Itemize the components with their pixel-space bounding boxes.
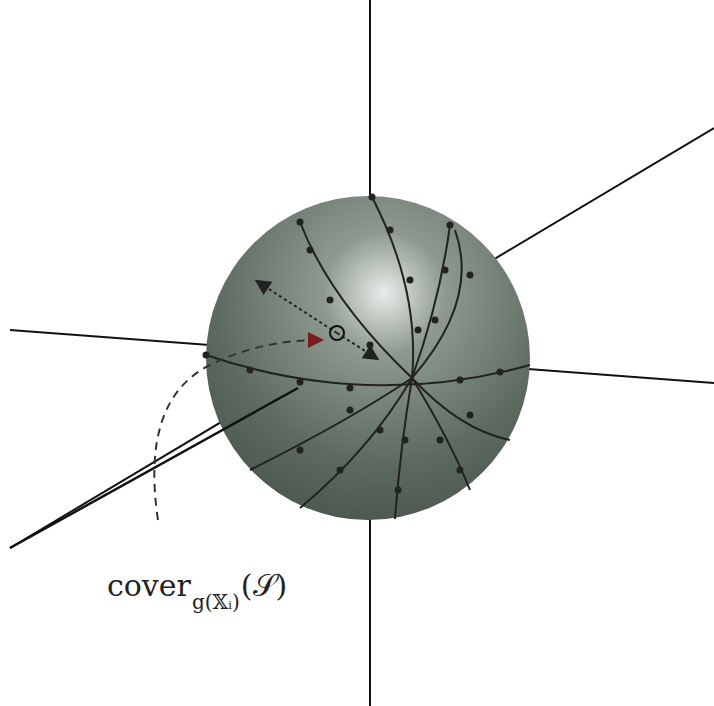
sample-dot <box>395 487 402 494</box>
label-text: g(𝕏ᵢ) <box>192 590 240 614</box>
sample-dot <box>347 407 354 414</box>
sample-dot <box>442 267 449 274</box>
sample-dot <box>297 447 304 454</box>
axes <box>10 0 714 706</box>
query-point <box>330 326 344 340</box>
front-axis <box>10 388 298 548</box>
label-text: cover <box>107 568 191 603</box>
sample-dot <box>297 379 304 386</box>
sphere <box>206 196 530 520</box>
sample-dot <box>447 222 454 229</box>
sample-dot <box>297 219 304 226</box>
sample-dot <box>387 227 394 234</box>
label-text: (𝒮) <box>241 568 287 604</box>
sample-dot <box>437 437 444 444</box>
sample-dot <box>307 247 314 254</box>
sample-dot <box>327 297 334 304</box>
direction-arrow <box>258 282 337 333</box>
sample-dot <box>457 467 464 474</box>
sample-dot <box>415 327 422 334</box>
sample-dot <box>337 467 344 474</box>
sample-dot <box>203 352 210 359</box>
great-circles <box>206 197 530 519</box>
sample-dot <box>247 367 254 374</box>
sample-dot <box>407 277 414 284</box>
sample-dot <box>369 194 376 201</box>
sample-dot <box>467 272 474 279</box>
sample-dot <box>377 427 384 434</box>
sample-dot <box>467 412 474 419</box>
sample-dot <box>402 437 409 444</box>
sample-dot <box>457 377 464 384</box>
sample-dot <box>367 342 374 349</box>
sample-dot <box>432 317 439 324</box>
sample-dot <box>497 369 504 376</box>
leader-line <box>154 340 320 520</box>
sample-dot <box>347 385 354 392</box>
